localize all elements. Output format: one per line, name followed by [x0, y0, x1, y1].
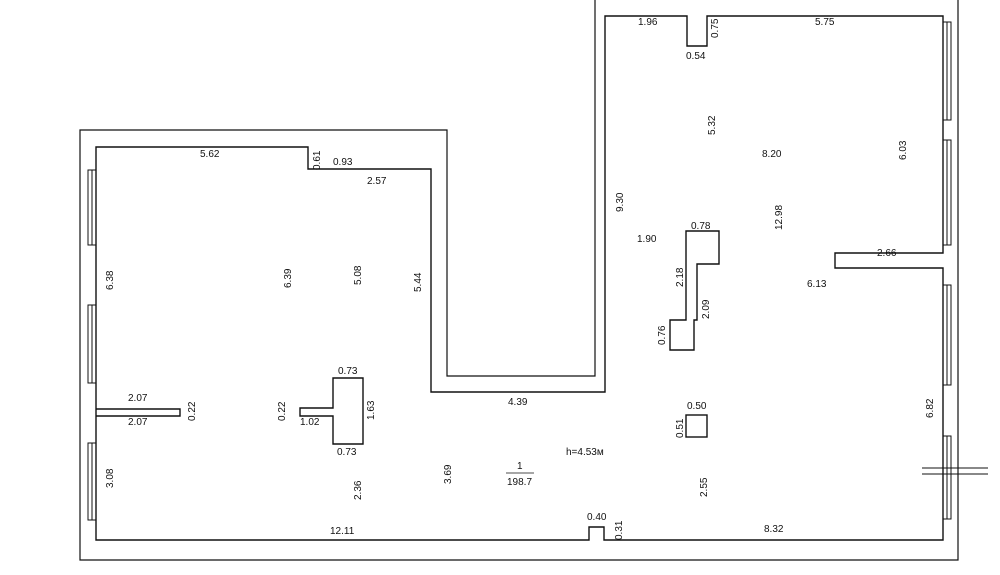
- ceiling-height: h=4.53м: [566, 447, 604, 458]
- dim-2-66: 2.66: [877, 248, 897, 259]
- dim-0-75: 0.75: [710, 18, 721, 38]
- dim-6-38: 6.38: [105, 270, 116, 290]
- dim-2-18: 2.18: [675, 267, 686, 287]
- dim-0-40: 0.40: [587, 512, 607, 523]
- dim-2-57: 2.57: [367, 176, 387, 187]
- dim-5-44: 5.44: [413, 272, 424, 292]
- room-number: 1: [517, 461, 523, 472]
- dim-5-08: 5.08: [353, 265, 364, 285]
- dim-0-54: 0.54: [686, 51, 706, 62]
- dim-2-55: 2.55: [699, 477, 710, 497]
- dim-2-09: 2.09: [701, 299, 712, 319]
- dim-3-08: 3.08: [105, 468, 116, 488]
- dim-0-22-left: 0.22: [277, 401, 288, 421]
- dim-1-63: 1.63: [366, 400, 377, 420]
- dim-0-50: 0.50: [687, 401, 707, 412]
- entrance-mark: [922, 467, 988, 475]
- dim-2-07-top: 2.07: [128, 393, 148, 404]
- dim-8-32: 8.32: [764, 524, 784, 535]
- dim-2-07-bottom: 2.07: [128, 417, 148, 428]
- dim-8-20: 8.20: [762, 149, 782, 160]
- dim-0-78: 0.78: [691, 221, 711, 232]
- column-square: [685, 414, 708, 438]
- dim-9-30: 9.30: [615, 192, 626, 212]
- dim-3-69: 3.69: [443, 464, 454, 484]
- dim-12-98: 12.98: [774, 205, 785, 230]
- dim-1-90: 1.90: [637, 234, 657, 245]
- dim-5-32: 5.32: [707, 115, 718, 135]
- dim-0-93: 0.93: [333, 157, 353, 168]
- room-label: 1 198.7: [506, 461, 534, 488]
- room-area: 198.7: [507, 477, 532, 488]
- dim-6-03: 6.03: [898, 140, 909, 160]
- outer-wall: [79, 0, 959, 561]
- dim-5-62: 5.62: [200, 149, 220, 160]
- dim-0-76: 0.76: [657, 325, 668, 345]
- column-stepped: [669, 230, 720, 351]
- dim-1-96: 1.96: [638, 17, 658, 28]
- dim-0-61: 0.61: [312, 150, 323, 170]
- dimension-labels: 1.96 0.75 5.75 0.54 5.32 8.20 6.03 5.62 …: [105, 17, 936, 540]
- dim-0-73-top: 0.73: [338, 366, 358, 377]
- dim-0-22-right: 0.22: [187, 401, 198, 421]
- column-t-shape: [299, 377, 364, 445]
- dim-5-75: 5.75: [815, 17, 835, 28]
- left-windows: [87, 169, 97, 521]
- right-windows: [942, 21, 959, 520]
- dim-12-11: 12.11: [330, 526, 355, 537]
- dim-2-36: 2.36: [353, 480, 364, 500]
- dim-4-39: 4.39: [508, 397, 528, 408]
- dim-6-82: 6.82: [925, 398, 936, 418]
- dim-6-13: 6.13: [807, 279, 827, 290]
- dim-0-31: 0.31: [614, 520, 625, 540]
- dim-0-51: 0.51: [675, 418, 686, 438]
- dim-1-02: 1.02: [300, 417, 320, 428]
- dim-0-73-bottom: 0.73: [337, 447, 357, 458]
- dim-6-39: 6.39: [283, 268, 294, 288]
